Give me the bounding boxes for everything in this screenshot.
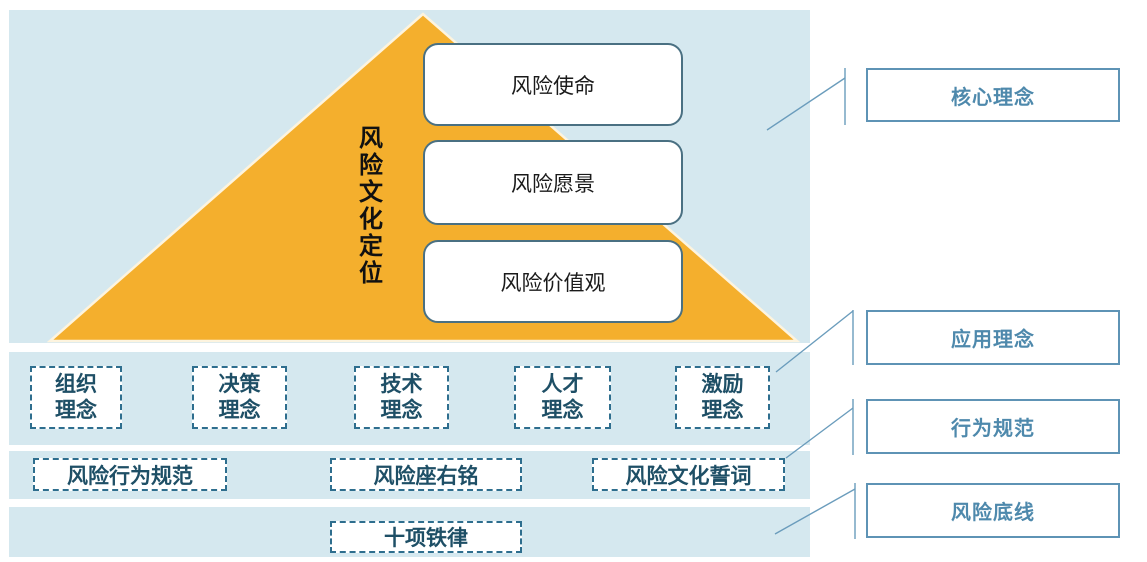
level-box-risk-values: 风险价值观 (423, 240, 683, 323)
pyramid-vertical-title: 风险文化定位 (354, 125, 382, 287)
side-label-core-concepts: 核心理念 (866, 68, 1120, 122)
behavior-box-motto: 风险座右铭 (330, 458, 522, 491)
concept-box-decision: 决策 理念 (192, 366, 287, 429)
concept-box-technology: 技术 理念 (354, 366, 449, 429)
level-box-risk-vision: 风险愿景 (423, 140, 683, 225)
level-box-risk-mission: 风险使命 (423, 43, 683, 126)
side-label-risk-bottomline: 风险底线 (866, 483, 1120, 538)
side-label-behavior-norms: 行为规范 (866, 399, 1120, 454)
side-label-applied-concepts: 应用理念 (866, 310, 1120, 365)
concept-box-incentive: 激励 理念 (675, 366, 770, 429)
concept-box-talent: 人才 理念 (514, 366, 611, 429)
concept-box-organization: 组织 理念 (30, 366, 122, 429)
behavior-box-norms: 风险行为规范 (33, 458, 227, 491)
band-core-concepts (9, 10, 810, 343)
behavior-box-oath: 风险文化誓词 (592, 458, 785, 491)
bottomline-box-ten-rules: 十项铁律 (330, 521, 522, 553)
